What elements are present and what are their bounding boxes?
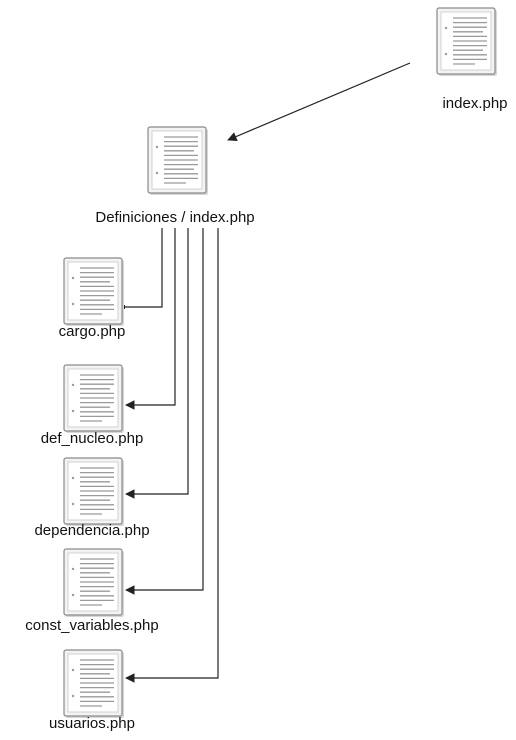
php-file-icon	[63, 457, 124, 526]
node-root[interactable]: index.php	[436, 7, 508, 112]
node-module[interactable]: Definiciones / index.php	[95, 126, 255, 226]
node-label: Definiciones / index.php	[95, 209, 254, 226]
node-const-variables[interactable]: const_variables.php	[25, 548, 159, 634]
node-label: dependencia.php	[34, 522, 149, 539]
php-file-icon	[63, 257, 124, 326]
arrow-root-to-module	[227, 62, 411, 142]
node-dependencia[interactable]: dependencia.php	[34, 457, 150, 539]
arrow-dependencia	[125, 228, 189, 499]
connectors	[121, 62, 411, 683]
arrow-usuarios	[125, 228, 219, 683]
node-label: def_nucleo.php	[41, 430, 144, 447]
php-file-icon	[436, 7, 497, 76]
node-def-nucleo[interactable]: def_nucleo.php	[41, 364, 144, 447]
node-cargo[interactable]: cargo.php	[59, 257, 126, 340]
php-file-icon	[63, 649, 124, 718]
node-label: index.php	[442, 95, 507, 112]
php-file-icon	[147, 126, 208, 195]
node-usuarios[interactable]: usuarios.php	[49, 649, 135, 732]
node-label: const_variables.php	[25, 617, 158, 634]
node-label: cargo.php	[59, 323, 126, 340]
arrow-const-variables	[125, 228, 204, 595]
php-file-icon	[63, 548, 124, 617]
node-label: usuarios.php	[49, 715, 135, 732]
php-file-icon	[63, 364, 124, 433]
arrow-def-nucleo	[125, 228, 176, 410]
connector-cargo	[123, 228, 163, 308]
